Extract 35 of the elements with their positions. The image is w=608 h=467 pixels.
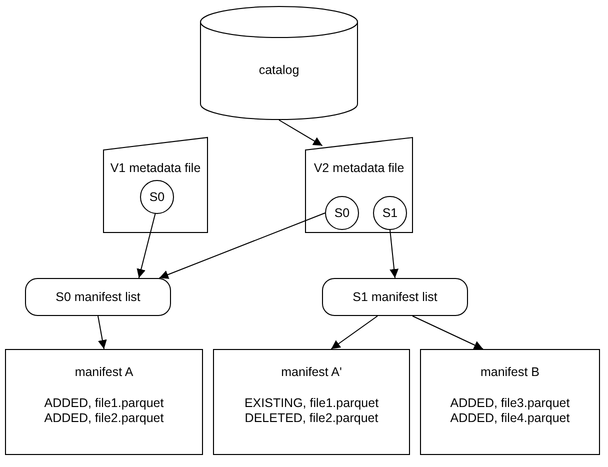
manifest-box: [420, 349, 600, 455]
manifest-entry: ADDED, file2.parquet: [44, 411, 164, 426]
arrow: [412, 316, 484, 350]
node-title: V2 metadata file: [314, 161, 404, 176]
manifest-box: [213, 349, 410, 455]
arrow: [158, 212, 326, 279]
node-label: S1 manifest list: [352, 290, 438, 304]
document-shape: [305, 137, 413, 233]
document-shape: [103, 137, 208, 233]
manifest-title: manifest A: [74, 365, 134, 380]
arrow: [98, 316, 107, 350]
manifest-entry: DELETED, file2.parquet: [244, 411, 378, 426]
manifest-list-box: [322, 278, 468, 316]
arrow: [278, 120, 323, 146]
arrow: [390, 230, 399, 278]
node-title: V1 metadata file: [110, 161, 201, 176]
manifest-entry: ADDED, file4.parquet: [450, 411, 570, 426]
snapshot-circle: [325, 196, 359, 230]
snapshot-label: S1: [382, 206, 398, 220]
manifest-entry: ADDED, file1.parquet: [44, 396, 164, 411]
manifest-title: manifest B: [480, 365, 540, 380]
snapshot-circle: [140, 180, 174, 214]
database-cylinder: [200, 6, 358, 120]
snapshot-label: S0: [149, 190, 165, 204]
manifest-entry: ADDED, file3.parquet: [450, 396, 570, 411]
manifest-entry: EXISTING, file1.parquet: [244, 396, 379, 411]
arrow: [136, 213, 156, 278]
manifest-title: manifest A': [281, 365, 342, 380]
manifest-list-box: [25, 278, 171, 316]
node-label: catalog: [258, 62, 300, 78]
manifest-box: [5, 349, 203, 455]
node-label: S0 manifest list: [56, 290, 140, 304]
snapshot-circle: [373, 196, 407, 230]
arrow: [330, 316, 378, 350]
snapshot-label: S0: [334, 206, 350, 220]
